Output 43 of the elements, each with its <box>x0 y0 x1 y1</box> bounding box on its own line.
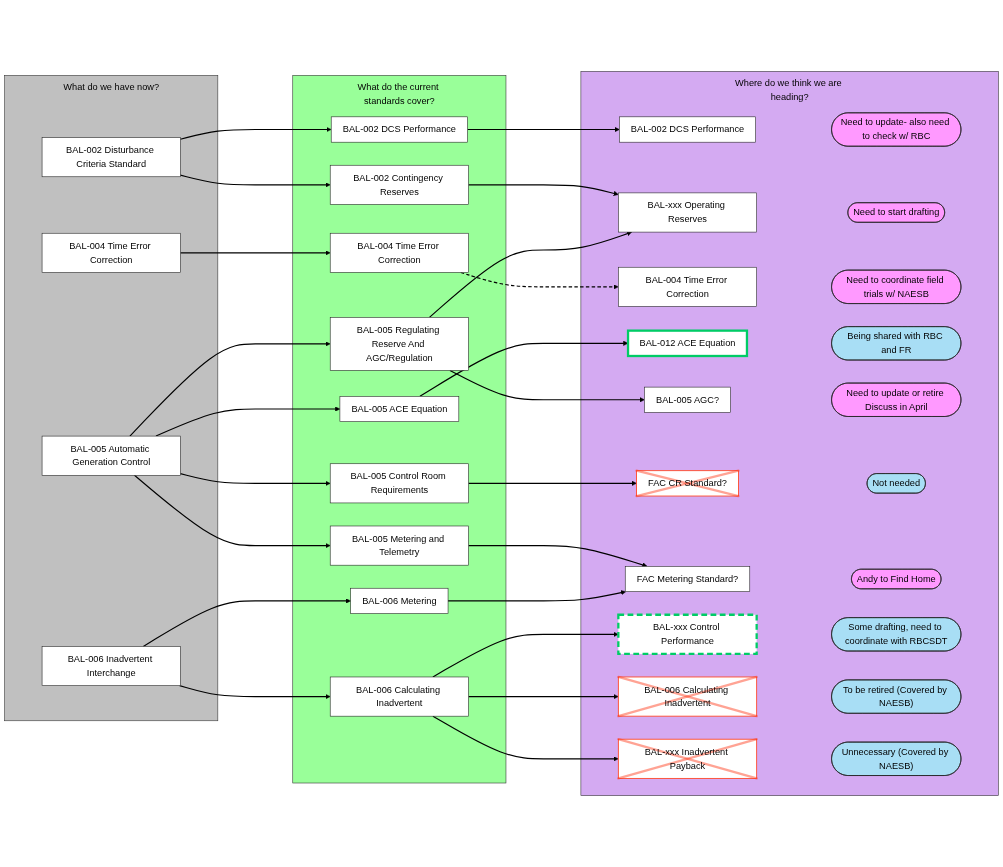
node-box: BAL-006 Calculating Inadvertent <box>329 676 469 717</box>
arrow <box>467 545 648 568</box>
arrow <box>467 694 619 700</box>
node-box: BAL-005 Control Room Requirements <box>329 463 469 504</box>
arrow <box>467 480 637 486</box>
node-box: BAL-002 DCS Performance <box>330 116 468 143</box>
arrow <box>467 184 619 196</box>
arrow <box>449 369 645 403</box>
node-box: BAL-005 ACE Equation <box>339 396 460 422</box>
node-box: BAL-002 Disturbance Criteria Standard <box>41 137 181 178</box>
node-box: BAL-005 AGC? <box>644 386 731 413</box>
arrow <box>179 127 332 140</box>
node-box: BAL-004 Time Error Correction <box>41 232 181 273</box>
arrow <box>133 474 331 549</box>
node-box: BAL-002 Contingency Reserves <box>329 164 469 205</box>
node-label: BAL-006 Calculating Inadvertent <box>644 684 729 709</box>
node-box: BAL-002 DCS Performance <box>619 116 756 143</box>
arrow <box>142 598 351 647</box>
node-box: FAC Metering Standard? <box>624 566 751 592</box>
node-box: BAL-xxx Operating Reserves <box>618 192 757 233</box>
arrow <box>432 631 619 678</box>
arrow <box>432 715 619 762</box>
arrow <box>428 231 632 318</box>
node-box: BAL-012 ACE Equation <box>626 329 749 358</box>
arrow <box>155 406 341 437</box>
arrow <box>179 174 331 188</box>
arrow <box>129 341 331 437</box>
arrow <box>179 473 331 486</box>
node-box: BAL-005 Automatic Generation Control <box>41 435 181 476</box>
arrow <box>419 340 629 397</box>
arrow <box>179 685 331 700</box>
node-label: BAL-xxx Inadvertent Payback <box>644 746 728 771</box>
node-box: BAL-006 Inadvertent Interchange <box>41 646 181 686</box>
node-box: BAL-006 Metering <box>350 587 449 614</box>
node-box: BAL-005 Regulating Reserve And AGC/Regulation <box>329 317 469 371</box>
node-box: BAL-004 Time Error Correction <box>329 232 469 273</box>
node-box: BAL-004 Time Error Correction <box>618 266 757 307</box>
node-label: FAC CR Standard? <box>648 478 727 488</box>
arrow <box>466 127 620 133</box>
arrow <box>447 590 626 602</box>
node-box: BAL-xxx Control Performance <box>617 613 758 656</box>
arrow <box>179 250 331 256</box>
node-box: BAL-005 Metering and Telemetry <box>329 525 469 566</box>
